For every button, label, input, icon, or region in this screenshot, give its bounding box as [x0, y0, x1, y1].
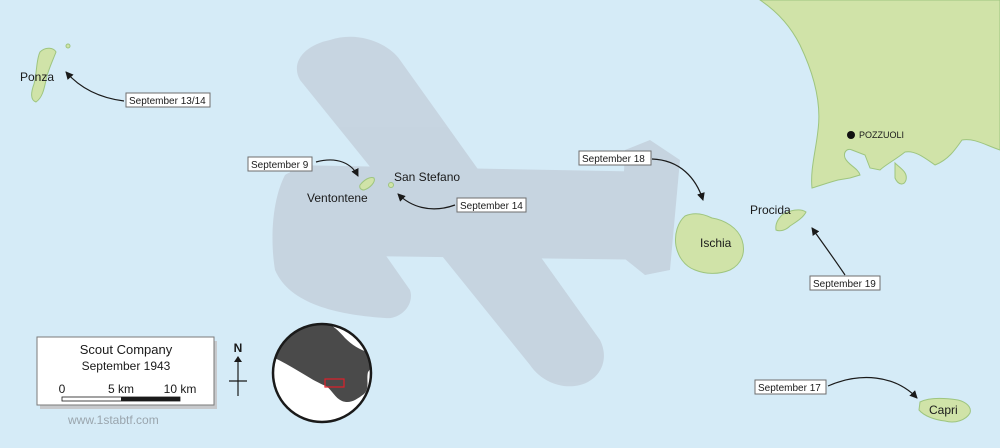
procida-label: Procida — [750, 203, 791, 217]
ponza-islet — [65, 43, 71, 49]
scale-bar — [61, 396, 181, 402]
pozzuoli-label: POZZUOLI — [859, 130, 904, 140]
ventotene-label: Ventontene — [307, 191, 368, 205]
ventotene-island — [359, 177, 375, 191]
san-stefano-label: San Stefano — [394, 170, 460, 184]
scale-label-0: 0 — [59, 382, 66, 396]
legend-subtitle: September 1943 — [82, 359, 171, 373]
arrow-ischia — [651, 158, 705, 201]
north-label: N — [234, 341, 243, 355]
locator-highlight — [324, 378, 345, 388]
scale-label-10: 10 km — [164, 382, 197, 396]
arrow-capri — [827, 377, 918, 399]
mainland-coast — [759, 0, 1000, 189]
date-ischia: September 18 — [582, 154, 645, 165]
pozzuoli-marker — [847, 131, 855, 139]
mainland-point — [894, 161, 907, 185]
date-san-stefano: September 14 — [460, 201, 523, 212]
legend-box: Scout Company September 1943 0 5 km 10 k… — [36, 336, 217, 409]
ponza-island — [31, 47, 57, 103]
scale-label-5: 5 km — [108, 382, 134, 396]
arrow-san-stefano — [397, 193, 456, 210]
credit-text: www.1stabtf.com — [67, 413, 159, 427]
ischia-island — [675, 213, 744, 274]
san-stefano-island — [388, 182, 394, 188]
ponza-label: Ponza — [20, 70, 54, 84]
date-capri: September 17 — [758, 383, 821, 394]
north-arrow-icon: N — [229, 341, 247, 396]
locator-inset — [271, 322, 373, 424]
ischia-label: Ischia — [700, 236, 732, 250]
procida-island — [775, 209, 807, 232]
date-ponza: September 13/14 — [129, 96, 206, 107]
route-arrows — [65, 71, 918, 399]
capri-island — [918, 397, 971, 423]
arrow-ponza — [65, 71, 125, 102]
arrow-ventotene — [315, 159, 359, 177]
date-procida: September 19 — [813, 279, 876, 290]
arrow-procida — [811, 227, 846, 276]
legend-title: Scout Company — [80, 342, 173, 357]
italy-silhouette — [273, 324, 371, 403]
capri-label: Capri — [929, 403, 958, 417]
date-labels: September 13/14 September 9 September 14… — [125, 92, 881, 395]
date-ventotene: September 9 — [251, 160, 309, 171]
